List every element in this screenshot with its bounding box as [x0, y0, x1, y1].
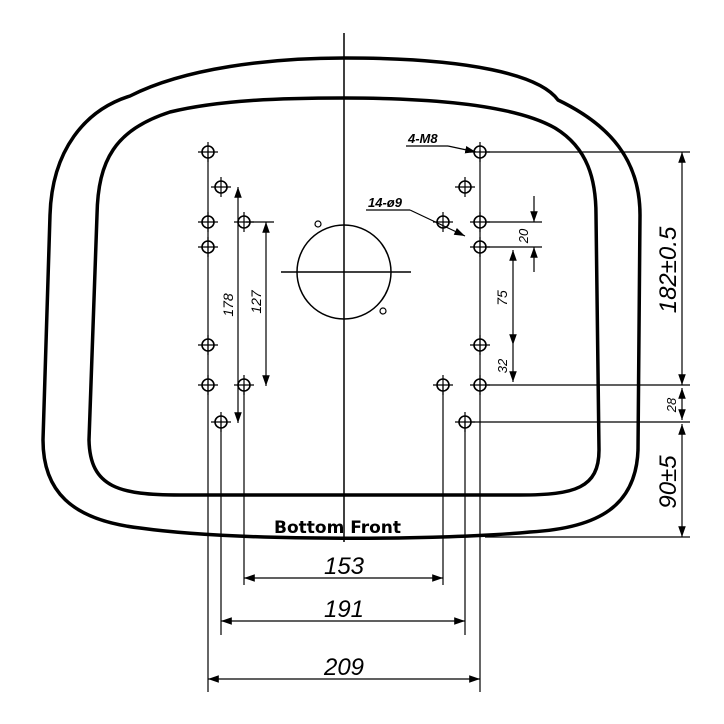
inner-outline: [87, 96, 601, 497]
dim-text-32: 32: [495, 358, 510, 373]
callout-4-m8: 4-M8: [407, 131, 438, 146]
small-hole: [314, 220, 322, 228]
right-extension-lines: [471, 151, 690, 538]
dim-text-191: 191: [324, 596, 364, 623]
dim-text-75: 75: [494, 290, 510, 306]
dim-text-127: 127: [248, 289, 264, 314]
extension-lines: [207, 150, 481, 692]
dim-text-209: 209: [323, 654, 364, 681]
dim-text-182: 182±0.5: [655, 226, 682, 313]
dim-text-20: 20: [516, 228, 531, 244]
central-opening: [296, 224, 392, 320]
dim-text-178: 178: [220, 293, 236, 317]
outer-outline: [41, 56, 642, 540]
dim-text-28: 28: [664, 397, 679, 413]
dim-text-90: 90±5: [655, 455, 682, 509]
dim-text-153: 153: [324, 553, 365, 580]
view-label: Bottom Front: [274, 518, 401, 538]
small-hole: [379, 307, 387, 315]
callout-14-hole: 14-ø9: [368, 195, 403, 210]
